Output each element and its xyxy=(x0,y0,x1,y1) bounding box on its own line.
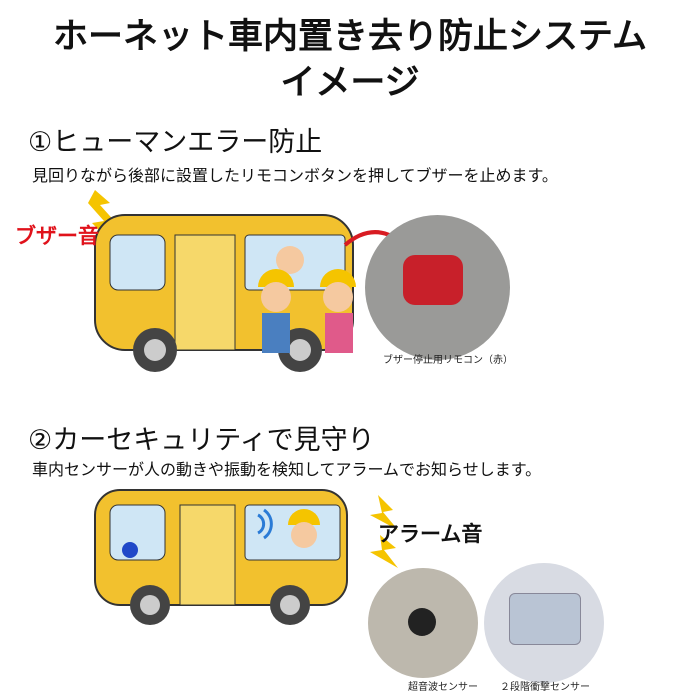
sensor-icon xyxy=(408,608,436,636)
section2-description: 車内センサーが人の動きや振動を検知してアラームでお知らせします。 xyxy=(32,460,542,479)
section2-illustration xyxy=(94,489,398,625)
school-bus-illustration xyxy=(94,214,354,372)
section1-heading: ①ヒューマンエラー防止 xyxy=(28,127,323,158)
section1-illustration xyxy=(88,190,422,372)
ultrasonic-sensor-caption: 超音波センサー xyxy=(408,682,478,693)
ultrasonic-sensor-photo xyxy=(368,568,478,678)
shock-sensor-caption: ２段階衝撃センサー xyxy=(500,682,590,693)
remote-photo xyxy=(365,215,510,360)
lightning-icon xyxy=(370,535,398,568)
alarm-sound-label: アラーム音 xyxy=(378,522,483,546)
lightning-icon xyxy=(88,190,118,247)
section2-heading: ②カーセキュリティで見守り xyxy=(28,425,375,456)
section1-description: 見回りながら後部に設置したリモコンボタンを押してブザーを止めます。 xyxy=(32,166,558,185)
school-bus-illustration xyxy=(94,489,348,625)
alarm-light-icon xyxy=(122,542,138,558)
remote-icon xyxy=(403,255,463,305)
page-title: ホーネット車内置き去り防止システム イメージ xyxy=(53,17,647,103)
shock-sensor-photo xyxy=(484,563,604,683)
lightning-icon xyxy=(370,495,398,530)
children-illustration xyxy=(258,246,356,353)
signal-wave-icon xyxy=(257,508,273,540)
remote-caption: ブザー停止用リモコン（赤） xyxy=(383,355,513,366)
buzzer-sound-label: ブザー音 xyxy=(15,224,99,248)
sensor-icon xyxy=(509,593,581,645)
